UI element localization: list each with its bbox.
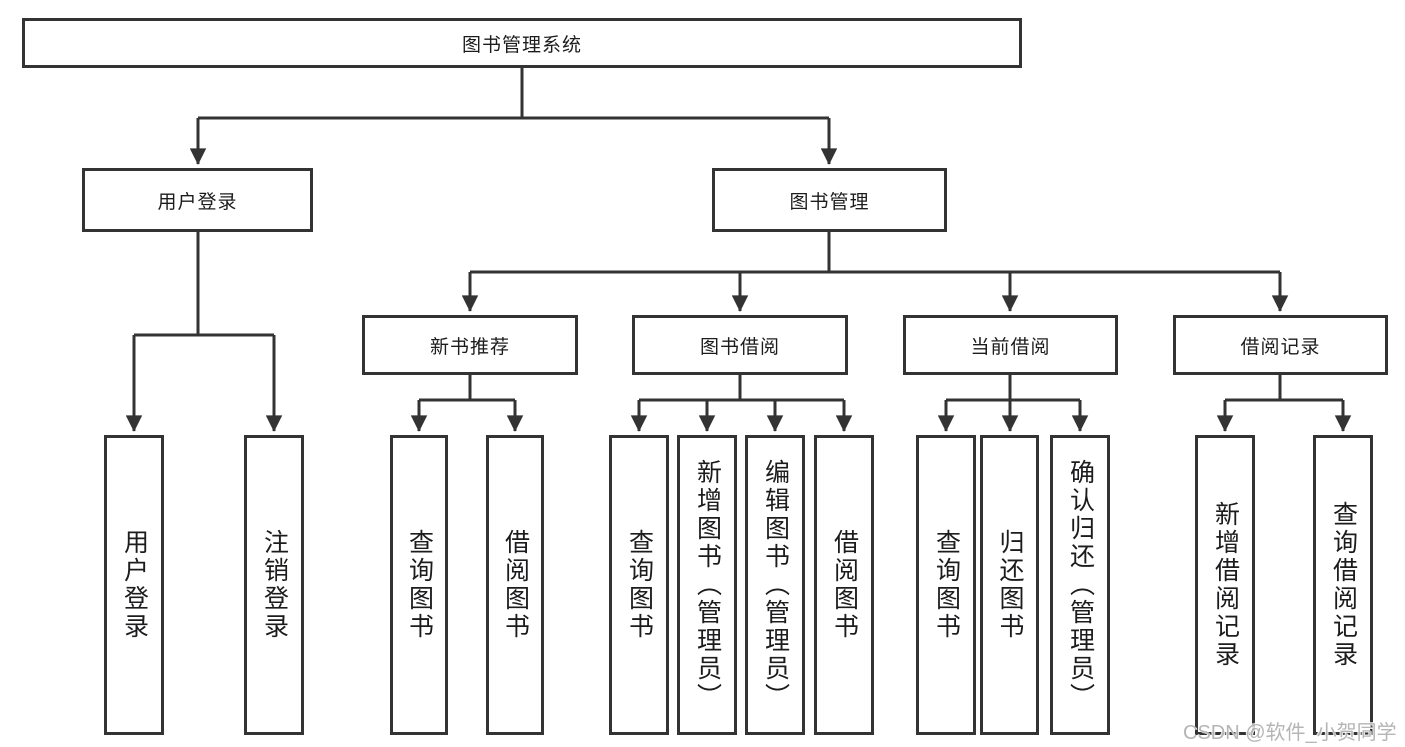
leaf-add-borrow-record: 新增借阅记录 <box>1195 435 1255 735</box>
leaf-query-books-current: 查询图书 <box>916 435 976 735</box>
connector-rails <box>134 68 1343 402</box>
leaf-borrow-books: 借阅图书 <box>814 435 874 735</box>
csdn-watermark: CSDN @软件_小贺同学 <box>1183 722 1397 744</box>
leaf-borrow-books-recommend: 借阅图书 <box>486 435 544 735</box>
leaf-add-books-admin: 新增图书（管理员） <box>677 435 737 735</box>
leaf-confirm-return-admin: 确认归还（管理员） <box>1050 435 1110 735</box>
node-new-book-recommend: 新书推荐 <box>362 315 578 375</box>
node-book-borrow: 图书借阅 <box>632 315 848 375</box>
node-user-login: 用户登录 <box>82 168 313 232</box>
node-book-management: 图书管理 <box>712 168 947 232</box>
leaf-query-borrow-record: 查询借阅记录 <box>1313 435 1373 735</box>
node-borrow-records: 借阅记录 <box>1173 315 1388 375</box>
connector-arrows <box>125 118 1352 432</box>
leaf-return-books: 归还图书 <box>980 435 1039 735</box>
leaf-user-login: 用户登录 <box>104 435 164 735</box>
node-system-root: 图书管理系统 <box>22 18 1022 68</box>
leaf-query-books-recommend: 查询图书 <box>390 435 448 735</box>
leaf-query-books-borrow: 查询图书 <box>609 435 669 735</box>
node-current-borrow: 当前借阅 <box>903 315 1118 375</box>
leaf-edit-books-admin: 编辑图书（管理员） <box>745 435 805 735</box>
leaf-logout: 注销登录 <box>244 435 304 735</box>
